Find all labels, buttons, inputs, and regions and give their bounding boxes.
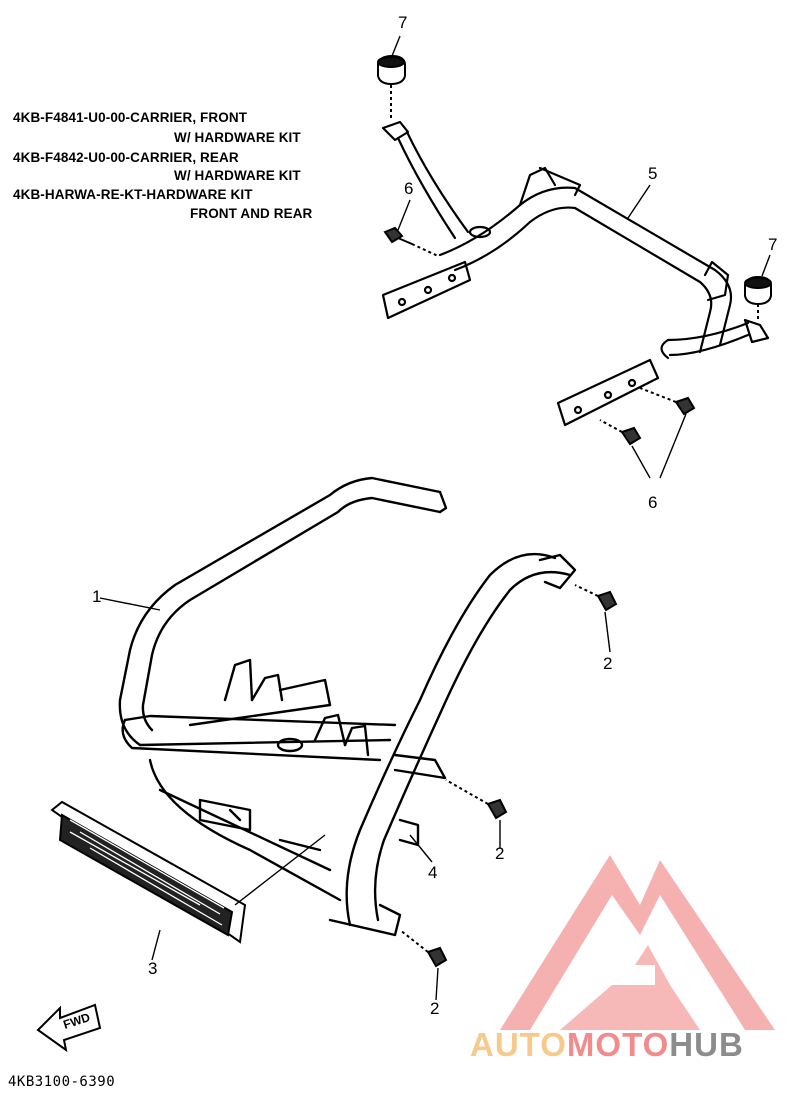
rubber-cap-icon xyxy=(744,275,772,322)
bolt-icon xyxy=(639,387,696,416)
bolt-icon xyxy=(399,929,448,968)
callout-3: 3 xyxy=(148,959,158,978)
callout-1: 1 xyxy=(92,587,102,606)
bolt-icon xyxy=(383,226,439,257)
watermark-text: AUTOMOTOHUB xyxy=(470,1026,744,1064)
callout-2: 2 xyxy=(603,654,613,673)
part-note-front-carrier: 4KB-F4841-U0-00-CARRIER, FRONT xyxy=(13,110,248,125)
part-note-hardware-kit: 4KB-HARWA-RE-KT-HARDWARE KIT xyxy=(13,187,253,202)
callout-6: 6 xyxy=(648,493,658,512)
watermark-hub: HUB xyxy=(669,1026,744,1063)
watermark-auto: AUTO xyxy=(470,1026,567,1063)
callout-2: 2 xyxy=(495,844,505,863)
part-note-hardware-kit-scope: FRONT AND REAR xyxy=(190,206,313,221)
bolt-icon xyxy=(445,779,508,820)
callout-2: 2 xyxy=(430,999,440,1018)
fwd-arrow-icon xyxy=(36,1003,102,1053)
diagram-code: 4KB3100-6390 xyxy=(8,1074,116,1090)
part-note-rear-carrier: 4KB-F4842-U0-00-CARRIER, REAR xyxy=(13,150,239,165)
rear-carrier xyxy=(381,120,770,427)
watermark-logo-icon xyxy=(500,855,775,1030)
bolt-icon xyxy=(599,419,642,446)
callout-7: 7 xyxy=(768,235,778,254)
part-note-front-carrier-kit: W/ HARDWARE KIT xyxy=(174,130,301,145)
front-grille xyxy=(50,800,247,944)
bolt-icon xyxy=(574,584,618,612)
watermark-moto: MOTO xyxy=(566,1026,670,1063)
part-note-rear-carrier-kit: W/ HARDWARE KIT xyxy=(174,168,301,183)
front-carrier xyxy=(118,476,577,937)
callout-6: 6 xyxy=(404,179,414,198)
callout-5: 5 xyxy=(648,164,658,183)
rubber-cap-icon xyxy=(377,54,406,120)
callout-4: 4 xyxy=(428,863,438,882)
callout-7: 7 xyxy=(398,13,408,32)
